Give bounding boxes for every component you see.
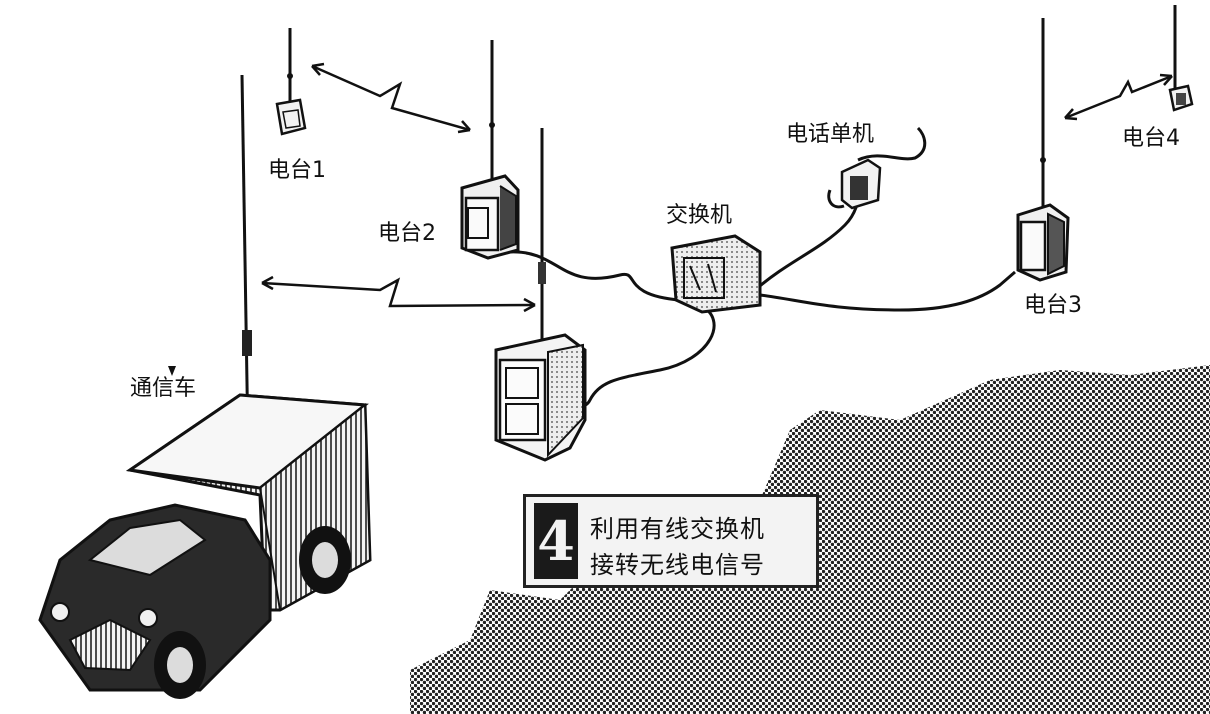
main-radio-unit bbox=[494, 128, 587, 462]
switchboard-label: 交换机 bbox=[666, 203, 733, 228]
caption-line-2: 接转无线电信号 bbox=[590, 551, 765, 579]
station-4-label: 电台4 bbox=[1122, 126, 1180, 151]
station-4-radio bbox=[1168, 5, 1194, 112]
switchboard bbox=[670, 234, 762, 314]
vehicle-label: 通信车 bbox=[130, 376, 197, 401]
radio-link-1-2 bbox=[311, 62, 471, 134]
caption-number: 4 bbox=[534, 503, 578, 579]
telephone-label: 电话单机 bbox=[786, 122, 875, 147]
station-3-radio bbox=[1016, 18, 1070, 282]
caption-box: 4 利用有线交换机 接转无线电信号 bbox=[523, 494, 819, 588]
station-2-label: 电台2 bbox=[378, 221, 436, 246]
station-1-radio bbox=[275, 28, 307, 136]
communication-truck bbox=[38, 393, 372, 699]
station-1-label: 电台1 bbox=[268, 158, 326, 183]
radio-link-3-4 bbox=[1064, 73, 1173, 121]
radio-link-vehicle bbox=[261, 275, 536, 313]
station-3-label: 电台3 bbox=[1024, 293, 1082, 318]
caption-line-1: 利用有线交换机 bbox=[590, 515, 765, 543]
vehicle-pointer bbox=[168, 366, 176, 376]
station-2-radio bbox=[460, 40, 520, 260]
telephone-set bbox=[827, 158, 882, 210]
